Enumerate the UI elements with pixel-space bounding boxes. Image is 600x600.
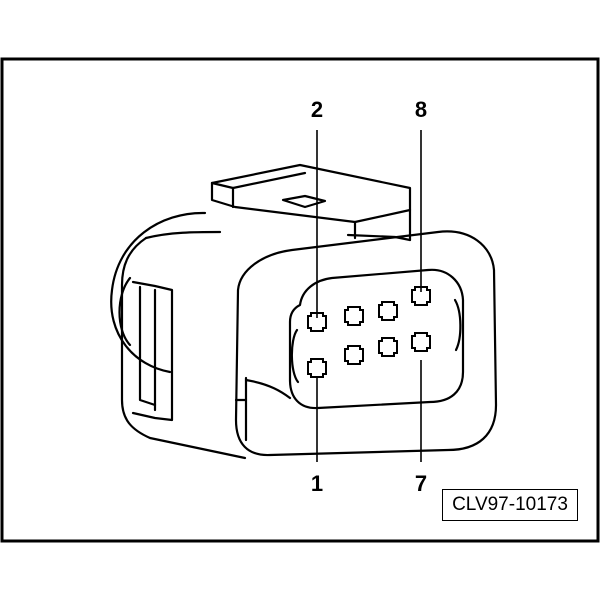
connector-housing: [110, 163, 498, 460]
pin-cavity: [344, 345, 364, 365]
pin-cavity: [307, 312, 327, 332]
pin-cavity: [307, 358, 327, 378]
pin-label-8: 8: [414, 97, 428, 122]
figure-reference-code: CLV97-10173: [452, 494, 568, 515]
pin-cavity: [411, 332, 431, 352]
figure-border: [0, 57, 600, 543]
leader-lines: [316, 130, 422, 462]
pin-cavity: [378, 337, 398, 357]
pin-cavity: [344, 306, 364, 326]
pin-cavity: [378, 301, 398, 321]
figure-reference-box: CLV97-10173: [442, 489, 578, 521]
pin-label-1: 1: [310, 471, 324, 496]
pin-label-7: 7: [414, 471, 428, 496]
pin-label-2: 2: [310, 97, 324, 122]
pin-cavities: [307, 286, 431, 378]
pin-cavity: [411, 286, 431, 306]
